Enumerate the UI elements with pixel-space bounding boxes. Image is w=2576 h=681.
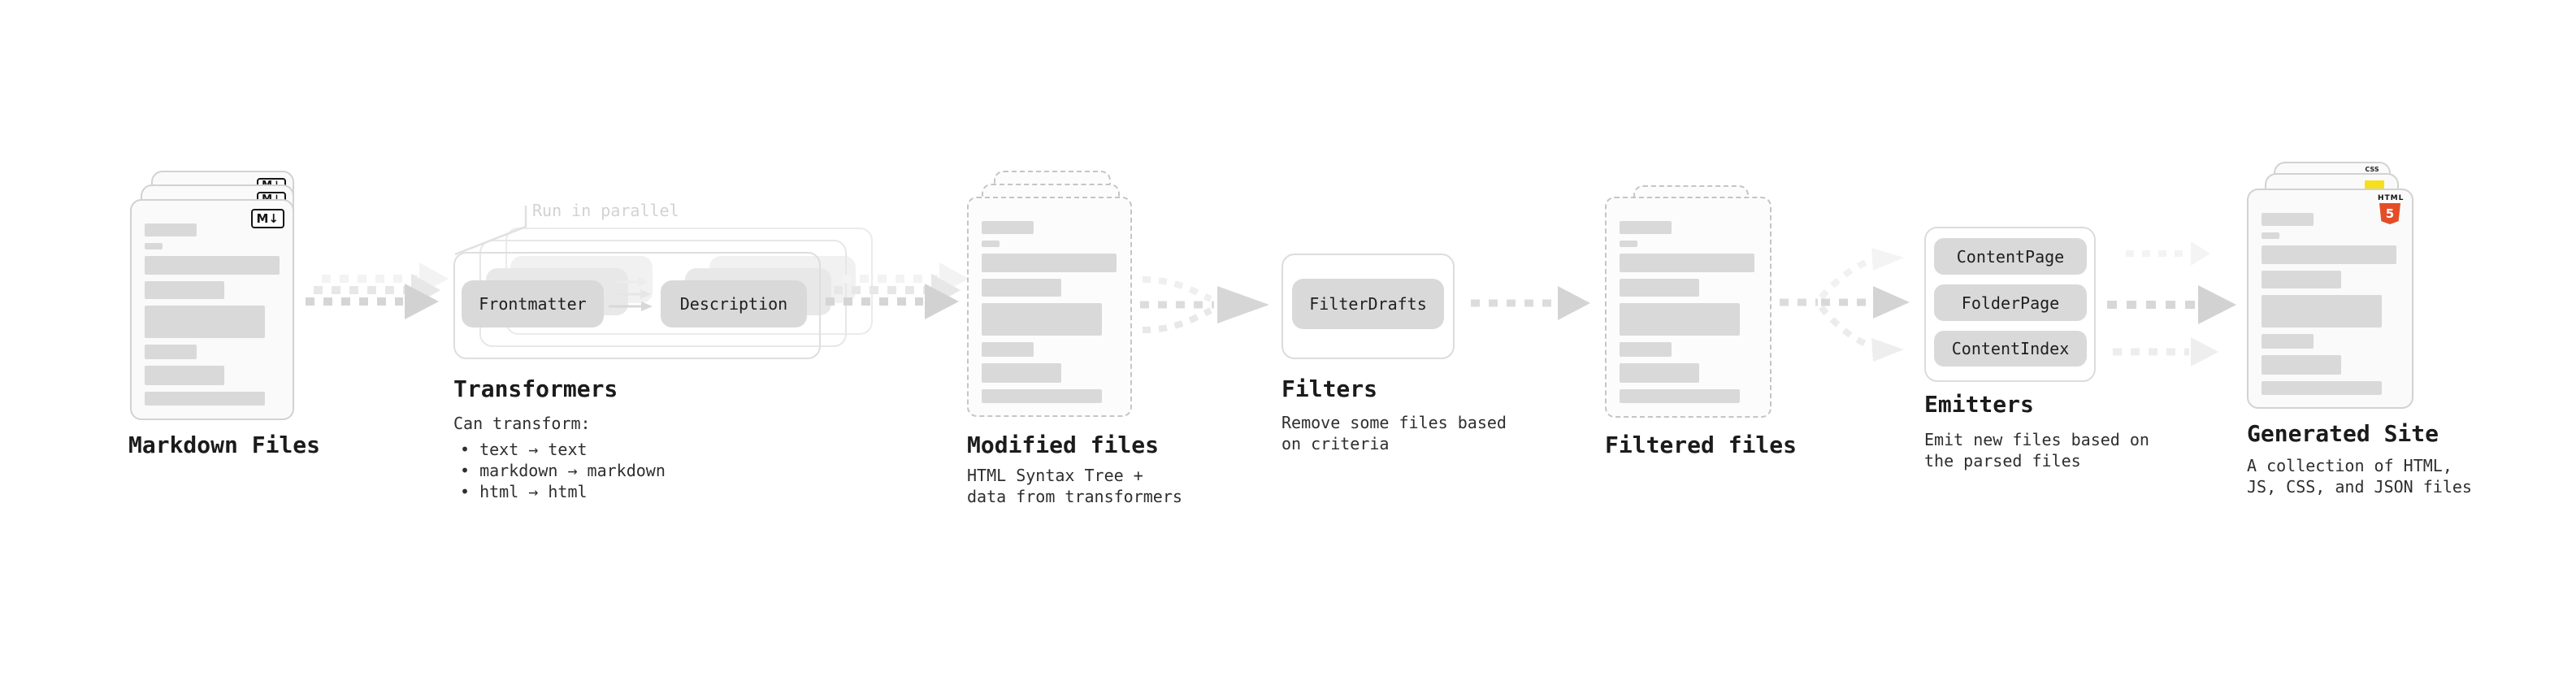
arrow-markdown-to-transformers — [306, 262, 449, 319]
transformers-bullet: • text → text — [460, 440, 588, 459]
transformers-bullet: • markdown → markdown — [460, 461, 666, 480]
generated-html-file-card: HTML 5 — [2247, 189, 2413, 409]
transformers-label: Transformers — [453, 375, 618, 402]
arrow-filtered-to-emitters — [1780, 248, 1910, 362]
modified-files-label: Modified files — [967, 432, 1160, 458]
generated-site-desc: JS, CSS, and JSON files — [2247, 477, 2472, 497]
transformers-bullet: • html → html — [460, 482, 588, 501]
generated-site-label: Generated Site — [2247, 420, 2439, 447]
transformers-box-front — [453, 252, 821, 359]
arrow-filters-to-filtered — [1471, 286, 1590, 320]
description-pill: Description — [661, 280, 807, 327]
filterdrafts-pill: FilterDrafts — [1292, 279, 1444, 329]
filtered-files-label: Filtered files — [1605, 432, 1798, 458]
run-in-parallel-note: Run in parallel — [532, 201, 679, 220]
filters-label: Filters — [1281, 375, 1378, 402]
modified-files-desc: data from transformers — [967, 487, 1182, 506]
emitters-desc: Emit new files based on — [1924, 430, 2149, 449]
markdown-files-label: Markdown Files — [128, 432, 321, 458]
file-content-placeholder — [2262, 213, 2396, 395]
arrow-transformers-to-modified — [826, 262, 969, 319]
modified-files-desc: HTML Syntax Tree + — [967, 466, 1143, 485]
filters-desc: on criteria — [1281, 434, 1390, 453]
html5-icon: HTML 5 — [2378, 194, 2403, 224]
filtered-file-card-front — [1605, 197, 1772, 418]
folderpage-pill: FolderPage — [1934, 284, 2087, 321]
modified-file-card-front — [967, 197, 1132, 417]
transformers-desc-title: Can transform: — [453, 414, 591, 433]
file-content-placeholder — [1620, 221, 1754, 403]
contentpage-pill: ContentPage — [1934, 238, 2087, 275]
emitters-label: Emitters — [1924, 391, 2034, 418]
frontmatter-pill: Frontmatter — [462, 280, 604, 327]
callout-line — [454, 206, 527, 256]
arrow-modified-to-filters — [1140, 276, 1269, 333]
markdown-file-card-front: M↓ — [130, 199, 294, 420]
contentindex-pill: ContentIndex — [1934, 331, 2087, 367]
markdown-icon: M↓ — [250, 209, 284, 228]
file-content-placeholder — [145, 223, 280, 406]
emitters-desc: the parsed files — [1924, 451, 2081, 471]
generated-site-desc: A collection of HTML, — [2247, 456, 2452, 475]
file-content-placeholder — [982, 221, 1117, 403]
filters-desc: Remove some files based — [1281, 413, 1507, 432]
pill-flow-arrows — [609, 277, 653, 311]
arrow-emitters-to-generated — [2107, 241, 2236, 367]
